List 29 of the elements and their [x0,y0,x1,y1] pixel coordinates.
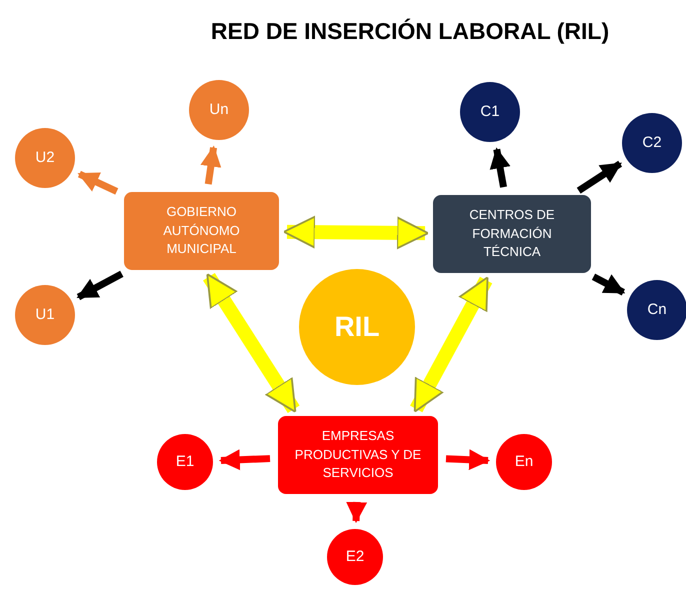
arrow [200,146,222,185]
node-label: U1 [35,305,55,326]
process-box [433,195,591,273]
arrow [592,274,626,296]
node-label: E1 [176,452,194,472]
arrow [76,270,124,300]
node-label: Un [209,100,229,120]
node-label: CENTROS DE FORMACIÓN TÉCNICA [468,206,556,262]
node-label: E2 [346,547,364,568]
arrow [346,502,368,524]
arrow [576,160,622,194]
arrow [78,170,118,195]
double-arrow [410,276,492,413]
node-label: C2 [642,133,662,154]
process-box [278,416,438,494]
node-label: U2 [35,148,55,168]
node-label: GOBIERNO AUTÓNOMO MUNICIPAL [162,202,241,258]
node-label: EMPRESAS PRODUCTIVAS Y DE SERVICIOS [294,426,422,482]
double-arrow [203,272,300,414]
arrow [446,449,490,470]
node-label: Cn [647,300,667,320]
node-label: En [514,452,534,472]
diagram-title: RED DE INSERCIÓN LABORAL (RIL) [210,17,610,46]
process-box [124,192,279,270]
double-arrow [283,216,429,250]
arrow [490,147,510,188]
node-label: RIL [334,310,380,344]
arrow [218,449,270,470]
node-label: C1 [480,102,500,122]
